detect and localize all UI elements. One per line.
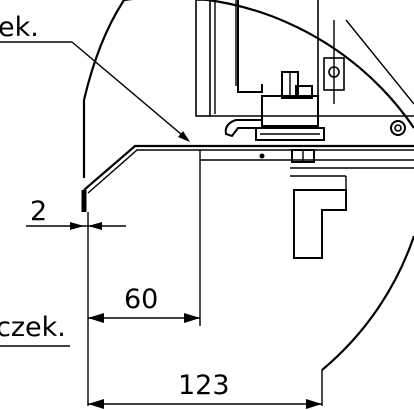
corner-bolt bbox=[390, 120, 406, 136]
left-arc bbox=[82, 0, 125, 101]
dim-2-arrow-left bbox=[70, 222, 84, 230]
side-plate bbox=[323, 57, 345, 91]
clamp-block bbox=[261, 95, 319, 127]
dim-123-arrow-left bbox=[88, 399, 104, 409]
lever-arm bbox=[224, 119, 262, 138]
dim-60-arrow-left bbox=[88, 313, 104, 323]
dim-60-arrow-right bbox=[184, 313, 200, 323]
stepped-block bbox=[293, 189, 347, 259]
note-side: czek. bbox=[0, 312, 66, 343]
frame-left bbox=[195, 0, 211, 117]
note-top: ek. bbox=[0, 12, 39, 43]
outer-arc bbox=[124, 0, 414, 129]
side-bolt bbox=[328, 66, 340, 78]
dim-123-arrow-right bbox=[306, 399, 322, 409]
top-diag bbox=[345, 19, 414, 105]
sheet-profile-inner bbox=[87, 149, 414, 194]
clamp-plate bbox=[255, 127, 325, 141]
dim-2-arrow-right bbox=[88, 222, 102, 230]
leader-top-arrow bbox=[178, 131, 190, 142]
small-screw bbox=[259, 153, 265, 159]
dim-2-value: 2 bbox=[30, 196, 47, 227]
bracket-hook bbox=[237, 0, 263, 93]
dim-123-value: 123 bbox=[178, 370, 230, 401]
clamp-cap bbox=[295, 85, 313, 99]
sheet-profile bbox=[83, 144, 414, 191]
leader-top-diag bbox=[71, 41, 189, 141]
corner-bolt-inner bbox=[394, 124, 402, 132]
dim-60-value: 60 bbox=[124, 284, 158, 315]
lower-arc bbox=[321, 235, 414, 371]
